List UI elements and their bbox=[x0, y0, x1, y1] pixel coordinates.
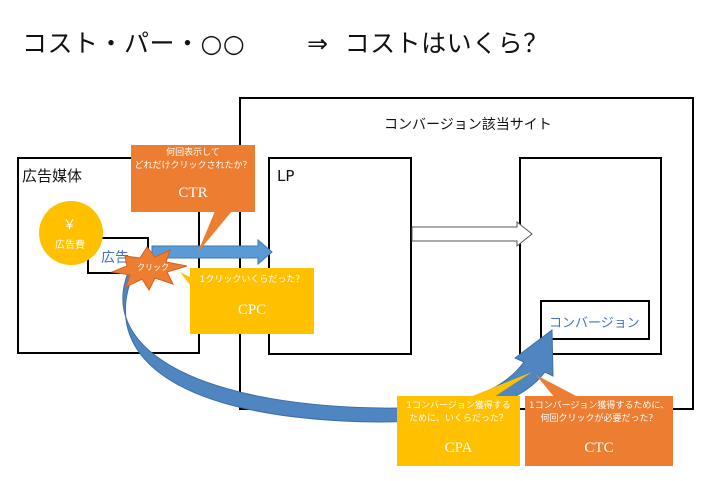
coin-label: 広告費 bbox=[55, 240, 85, 251]
cpa-question-line-1: 1コンバージョン獲得する bbox=[406, 401, 511, 411]
ctr-callout-pointer bbox=[198, 211, 232, 252]
ctr-question-line-1: 何回表示して bbox=[166, 148, 220, 158]
ctr-metric-name: CTR bbox=[178, 185, 208, 201]
cpa-metric-name: CPA bbox=[444, 440, 473, 456]
ctc-callout: 1コンバージョン獲得するために、 何回クリックが必要だった？ CTC bbox=[525, 396, 673, 466]
title-right: コストはいくら？ bbox=[344, 29, 549, 58]
ad-to-lp-arrow bbox=[151, 238, 273, 266]
title-arrow: ⇒ bbox=[307, 29, 329, 58]
cpc-metric-name: CPC bbox=[237, 302, 267, 318]
cpa-question-line-2: ために、いくらだった？ bbox=[409, 414, 508, 424]
title-left: コスト・パー・○○ bbox=[22, 29, 246, 58]
click-label: クリック bbox=[137, 263, 169, 272]
ctr-question-line-2: どれだけクリックされたか？ bbox=[134, 161, 252, 171]
lp-label: LP bbox=[277, 167, 295, 185]
cpa-callout: 1コンバージョン獲得する ために、いくらだった？ CPA bbox=[397, 396, 520, 466]
ctc-metric-name: CTC bbox=[584, 440, 614, 456]
ctc-callout-pointer bbox=[536, 375, 580, 398]
click-burst bbox=[110, 246, 188, 292]
ctc-question-line-2: 何回クリックが必要だった？ bbox=[540, 414, 658, 424]
ad-cost-coin bbox=[39, 201, 103, 265]
ctr-callout: 何回表示して どれだけクリックされたか？ CTR bbox=[131, 145, 255, 212]
cpc-question-line-1: 1クリックいくらだった？ bbox=[199, 275, 305, 285]
ctc-question-line-1: 1コンバージョン獲得するために、 bbox=[528, 401, 670, 411]
ad-label: 広告 bbox=[101, 250, 129, 266]
conversion-path-arrow bbox=[122, 265, 554, 423]
lp-to-conversion-arrow bbox=[411, 220, 533, 248]
page-title: コスト・パー・○○ ⇒ コストはいくら？ bbox=[22, 24, 549, 60]
cpa-callout-pointer bbox=[470, 372, 532, 397]
cpc-callout: 1クリックいくらだった？ CPC bbox=[190, 268, 314, 334]
coin-yen-icon: ￥ bbox=[63, 218, 77, 233]
conversion-button-label: コンバージョン bbox=[549, 316, 640, 331]
conversion-button bbox=[540, 300, 650, 340]
conversion-site-label: コンバージョン該当サイト bbox=[384, 117, 552, 133]
ad-media-label: 広告媒体 bbox=[22, 167, 83, 185]
